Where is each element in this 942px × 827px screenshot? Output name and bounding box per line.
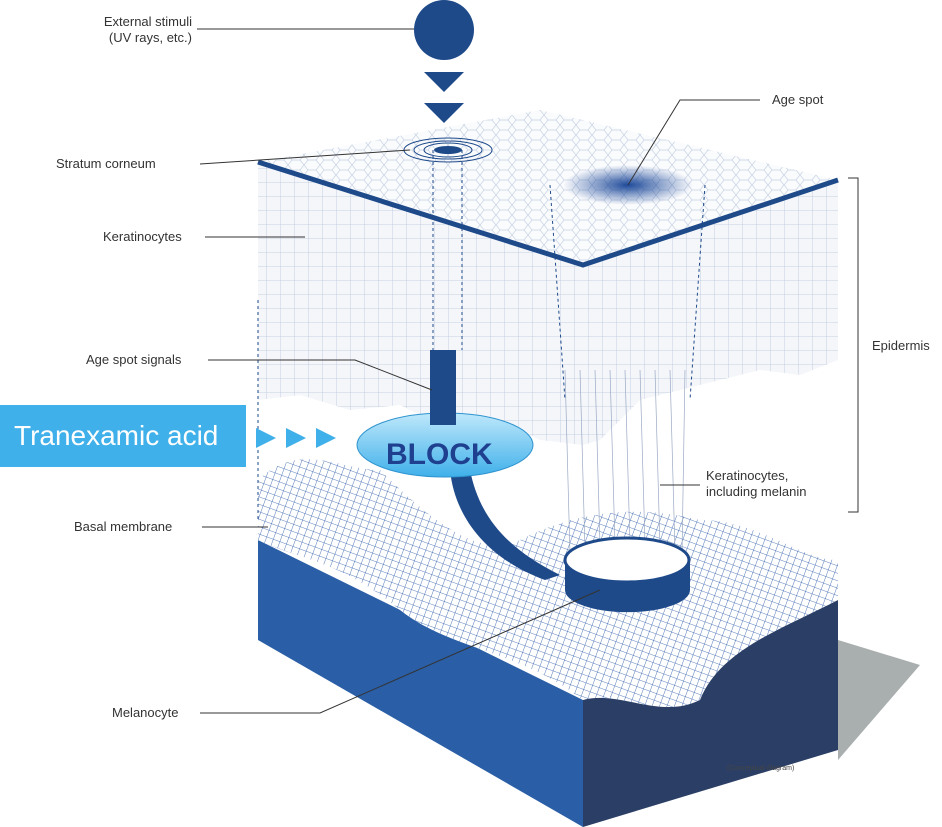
dermis-right-face	[583, 600, 838, 827]
conceptual-diagram-note: (Conceptual diagram)	[727, 765, 795, 772]
block-label: BLOCK	[386, 438, 493, 471]
label-melanocyte: Melanocyte	[112, 705, 179, 720]
label-age-spot-signals: Age spot signals	[86, 352, 182, 367]
tranexamic-acid-callout: Tranexamic acid	[0, 405, 246, 467]
age-spot-signal-pillar	[430, 350, 456, 425]
label-stratum-corneum: Stratum corneum	[56, 156, 156, 171]
label-keratinocytes-melanin: Keratinocytes,including melanin	[706, 468, 806, 500]
label-age-spot: Age spot	[772, 92, 824, 107]
melanin-fibers	[564, 369, 686, 557]
arrow-right-icons	[256, 428, 336, 448]
label-basal-membrane: Basal membrane	[74, 519, 173, 534]
label-epidermis: Epidermis	[872, 338, 930, 353]
external-stimulus-icon	[414, 0, 474, 60]
label-text: External stimuli	[103, 14, 192, 29]
label-keratinocytes: Keratinocytes	[103, 229, 182, 244]
label-text: (UV rays, etc.)	[108, 30, 192, 45]
label-text: including melanin	[706, 484, 807, 499]
age-spot-signal-curve	[450, 470, 560, 580]
label-external-stimuli: External stimuli(UV rays, etc.)	[70, 14, 192, 46]
shadow	[838, 640, 920, 760]
arrow-down-icon	[424, 72, 464, 92]
arrow-down-icon	[424, 103, 464, 123]
dermis-left-face	[258, 540, 583, 827]
label-text: Keratinocytes,	[706, 468, 789, 483]
